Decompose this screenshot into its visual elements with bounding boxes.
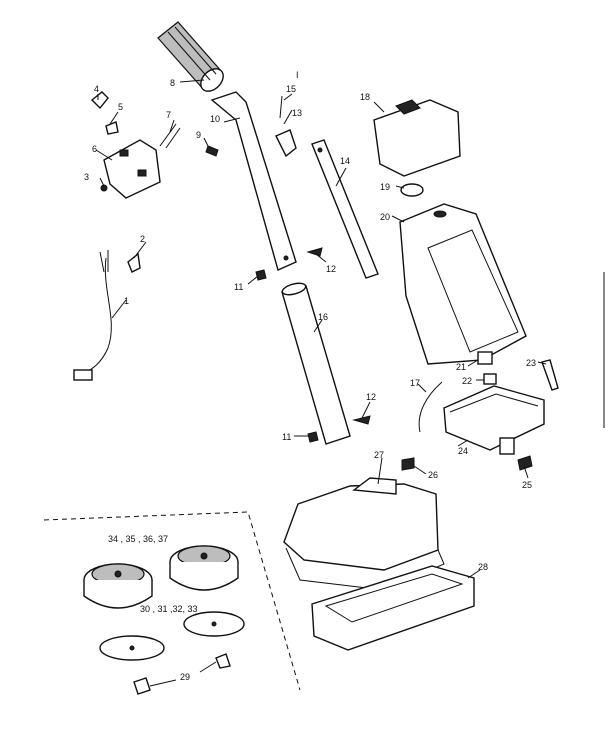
screw-part-11b xyxy=(307,431,319,443)
pad-right-hole xyxy=(211,621,217,627)
label-part-25: 25 xyxy=(522,480,532,490)
label-part-26: 26 xyxy=(428,470,438,480)
label-part-27: 27 xyxy=(374,450,384,460)
label-part-7: 7 xyxy=(166,110,171,120)
lower-handle-tube xyxy=(281,282,351,445)
label-part-18: 18 xyxy=(360,92,370,102)
handle-grip xyxy=(157,21,224,92)
label-part-2: 2 xyxy=(140,234,145,244)
label-brushes: 34 , 35 , 36, 37 xyxy=(108,534,168,544)
label-part-13: 13 xyxy=(292,108,302,118)
screw-part-11a xyxy=(255,269,267,281)
leader-lines xyxy=(95,79,547,579)
bracket-part-23 xyxy=(541,359,559,391)
solution-tank xyxy=(399,203,527,365)
label-part-10: 10 xyxy=(210,114,220,124)
label-part-20: 20 xyxy=(380,212,390,222)
pin-part-7 xyxy=(159,123,177,147)
pad-left-hole xyxy=(129,645,135,651)
power-cord xyxy=(73,250,112,381)
support-rod xyxy=(311,139,379,279)
label-part-23: 23 xyxy=(526,358,536,368)
scrub-brush-left xyxy=(83,563,153,609)
pin-part-7b xyxy=(165,127,181,149)
drip-tray xyxy=(311,565,475,651)
label-part-9: 9 xyxy=(196,130,201,140)
label-pads: 30 , 31 ,32, 33 xyxy=(140,604,198,614)
label-part-1: 1 xyxy=(124,296,129,306)
clamp-part-13 xyxy=(275,129,297,158)
label-part-21: 21 xyxy=(456,362,466,372)
accessory-separator xyxy=(43,511,301,691)
strain-relief-part-2 xyxy=(127,252,141,273)
switch-housing xyxy=(103,139,161,199)
label-part-19: 19 xyxy=(380,182,390,192)
label-part-12b: 12 xyxy=(366,392,376,402)
clip-part-5 xyxy=(105,121,119,135)
label-part-29: 29 xyxy=(180,672,190,682)
label-part-22: 22 xyxy=(462,376,472,386)
valve-part-21 xyxy=(477,351,493,365)
label-part-11b: 11 xyxy=(282,432,291,442)
clip-part-29b xyxy=(215,653,231,669)
clip-part-29a xyxy=(133,677,151,695)
screw-part-26 xyxy=(401,457,415,471)
label-part-6: 6 xyxy=(92,144,97,154)
screw-part-25 xyxy=(517,455,533,471)
label-part-3: 3 xyxy=(84,172,89,182)
label-part-24: 24 xyxy=(458,446,468,456)
label-part-8: 8 xyxy=(170,78,175,88)
scrub-brush-right xyxy=(169,545,239,591)
screw-part-4 xyxy=(90,91,109,110)
hose-part-17 xyxy=(418,381,443,433)
tank-lid xyxy=(373,99,461,177)
label-part-16: 16 xyxy=(318,312,328,322)
label-part-4: 4 xyxy=(94,84,99,94)
filler-cap xyxy=(400,183,424,197)
label-part-11a: 11 xyxy=(234,282,243,292)
label-part-5: 5 xyxy=(118,102,123,112)
screw-part-12a xyxy=(306,247,323,257)
label-marker: I xyxy=(296,70,299,80)
label-part-14: 14 xyxy=(340,156,350,166)
pin-part-15 xyxy=(279,95,283,119)
valve-part-22 xyxy=(483,373,497,385)
screw-part-9 xyxy=(205,145,219,157)
label-part-15: 15 xyxy=(286,84,296,94)
label-part-17: 17 xyxy=(410,378,420,388)
upper-handle-tube xyxy=(210,91,297,271)
label-part-12a: 12 xyxy=(326,264,336,274)
pump-housing xyxy=(443,385,545,455)
label-part-28: 28 xyxy=(478,562,488,572)
